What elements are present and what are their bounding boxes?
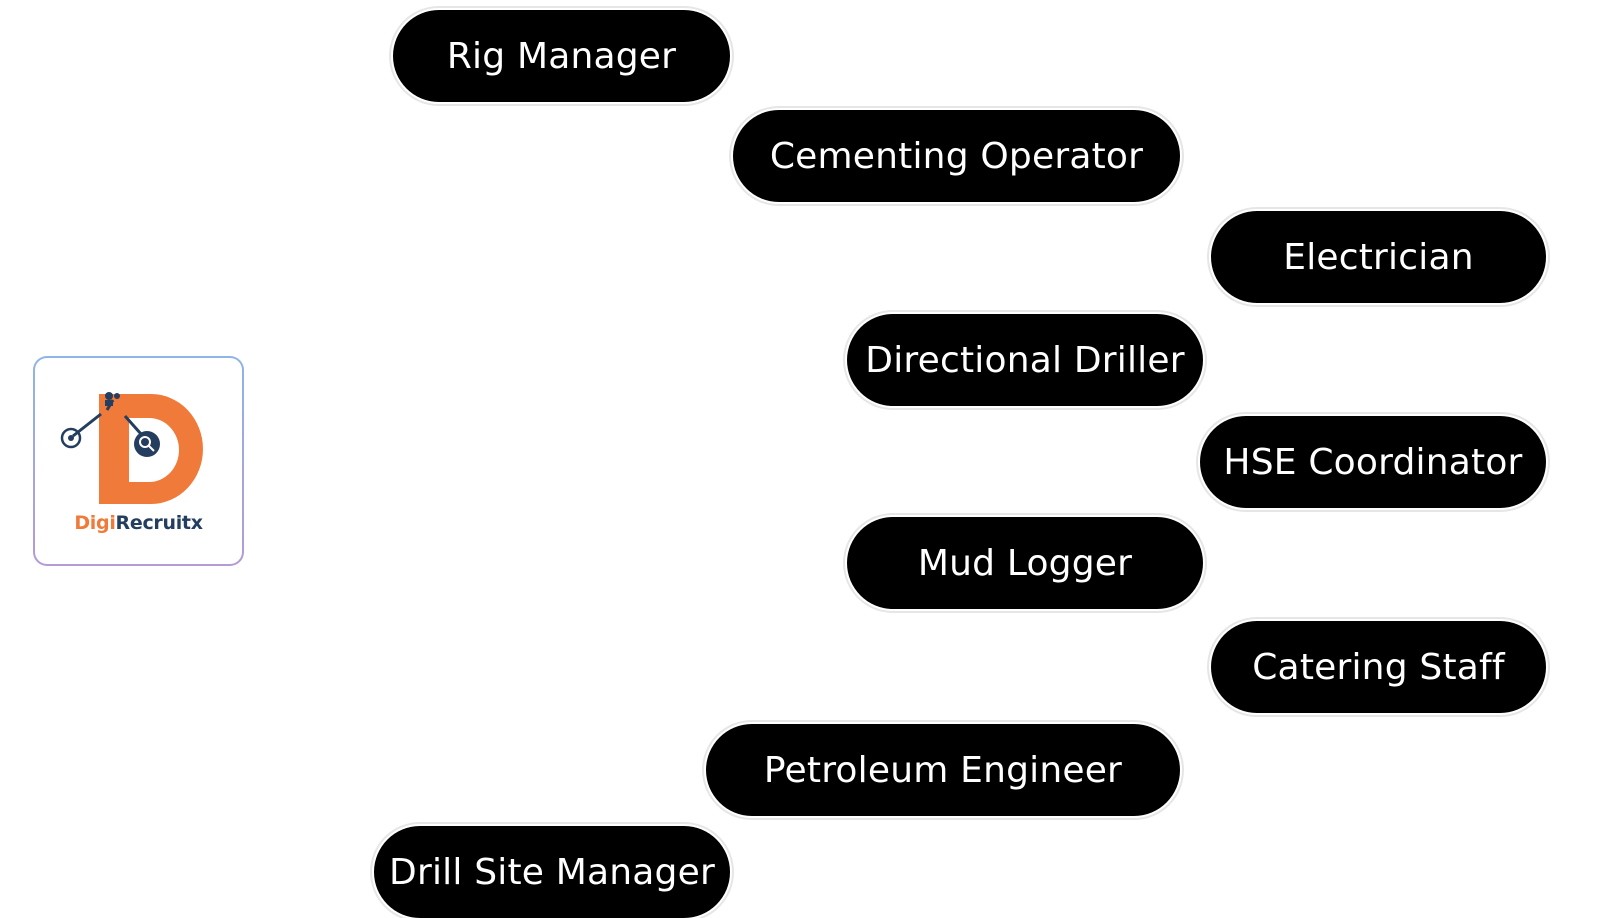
digirecruitx-logo-icon <box>60 392 203 504</box>
logo-radio-node <box>60 427 82 449</box>
role-petroleum-engineer: Petroleum Engineer <box>706 724 1180 816</box>
role-mud-logger: Mud Logger <box>847 517 1203 609</box>
role-catering-staff: Catering Staff <box>1211 621 1546 713</box>
role-directional-driller: Directional Driller <box>847 314 1203 406</box>
role-electrician: Electrician <box>1211 211 1546 303</box>
logo-search-node <box>134 431 160 457</box>
brand-name: DigiRecruitx <box>35 512 242 534</box>
brand-name-part1: Digi <box>74 512 116 534</box>
role-hse-coordinator: HSE Coordinator <box>1200 416 1546 508</box>
role-rig-manager: Rig Manager <box>393 10 730 102</box>
role-cementing-operator: Cementing Operator <box>733 110 1180 202</box>
logo-i-stem <box>99 424 129 504</box>
logo-people-node <box>105 392 113 400</box>
logo-card: DigiRecruitx <box>33 356 244 566</box>
brand-name-part2: Recruitx <box>115 512 203 534</box>
role-drill-site-manager: Drill Site Manager <box>374 826 730 918</box>
